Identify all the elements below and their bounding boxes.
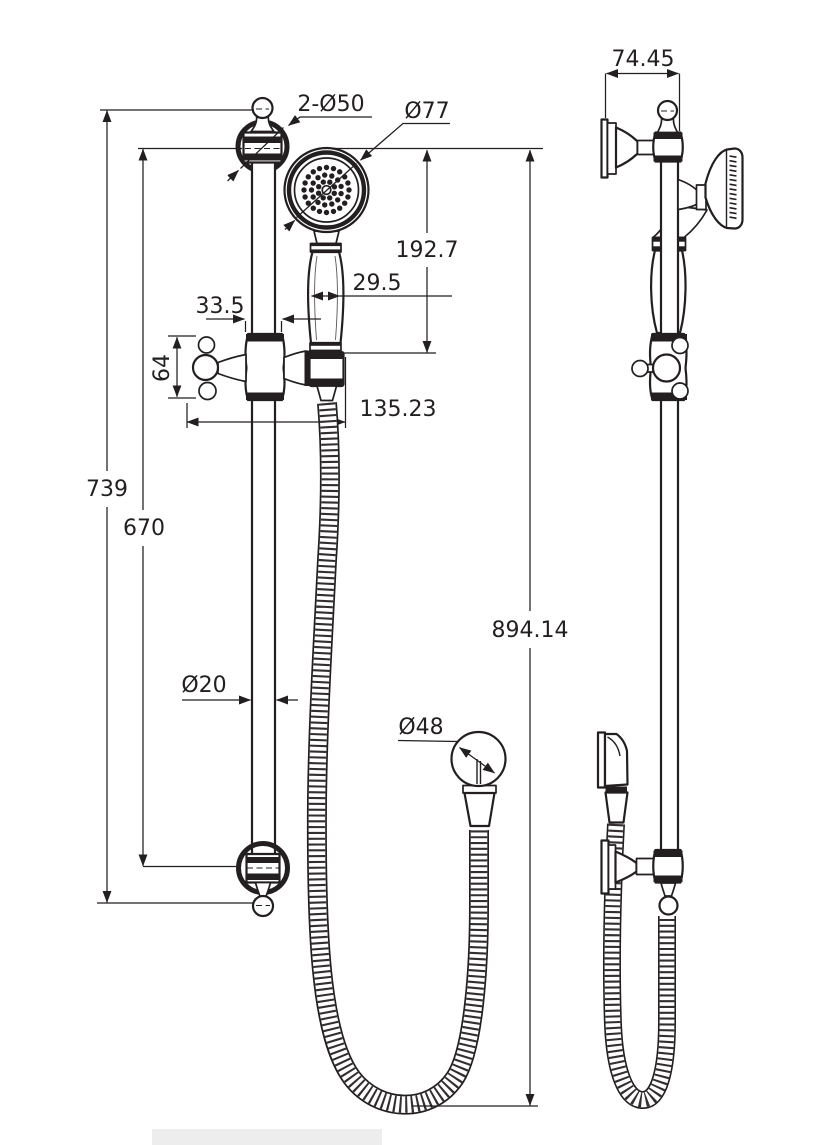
rail-top-collar-side [652,99,684,163]
dim-label-overall-drop: 894.14 [492,618,569,643]
wall-plate [600,839,610,895]
dim-handle-width: 29.5 [311,271,452,301]
dim-label-rail-diameter: Ø20 [181,673,226,698]
dim-slider-height: 64 [150,336,182,398]
finial-neck [250,114,275,133]
dim-label-wall-brackets: 2-Ø50 [297,92,364,117]
dim-label-rail-overall: 739 [86,477,128,502]
cross-handle-ball [671,336,689,355]
dim-label-slider-reach: 135.23 [360,397,437,422]
top-wall-bracket-side [600,118,655,179]
head-bell-side [704,147,744,230]
bracket-trumpet [614,850,638,884]
hose-nut [316,385,338,402]
dim-elbow: Ø48 [397,715,458,743]
finial-ball-side [658,895,679,916]
cross-handle-ball [671,382,689,400]
finial-ball [251,894,275,918]
cross-handle-hub [191,353,220,382]
bottom-wall-bracket [236,841,290,918]
dim-label-handle-width: 29.5 [353,271,402,296]
shower-hose-side [603,823,676,1109]
dim-wall-projection: 74.45 [606,47,679,78]
holder-clamp-band [304,350,312,386]
finial-ball-side [656,99,679,122]
watermark-artifact [152,1129,382,1145]
dim-overall-drop: 894.14 [492,149,569,1106]
front-view [186,96,507,1115]
dim-wall-brackets: 2-Ø50 [227,92,372,182]
hand-shower [283,146,370,388]
dim-handset-length: 192.7 [396,149,459,353]
dimension-layer: 739 670 192.7 894.14 64 33. [86,47,681,1107]
dim-label-head-face: Ø77 [404,99,449,124]
slider-side [631,332,689,402]
elbow-cone-side [604,791,629,824]
dim-label-handset-length: 192.7 [396,238,459,263]
holder-arm-side [677,178,699,211]
shower-hose [306,402,489,1115]
nozzle-hatch [729,155,737,220]
dim-bracket-width: 33.5 [196,294,321,324]
dim-label-bracket-width: 33.5 [196,294,245,319]
dim-label-wall-projection: 74.45 [612,47,675,72]
dim-rail-diameter: Ø20 [181,673,298,705]
side-view [596,99,744,1109]
dim-rail-overall: 739 [86,110,128,903]
hand-shower-side [677,147,744,230]
bracket-trumpet [614,126,639,169]
cross-handle-ball-bottom [198,381,217,401]
slider-body [244,332,286,402]
dim-label-bracket-centres: 670 [123,516,165,541]
handle-stem [217,353,247,383]
finial-ball [251,96,274,120]
rail-tube [250,160,277,858]
wall-elbow-side [596,731,629,824]
dim-label-elbow: Ø48 [398,715,443,740]
elbow-cone [463,791,496,828]
bottom-wall-bracket-side [600,839,684,916]
dim-label-slider-height: 64 [150,354,175,382]
cross-handle-ball-top [197,336,216,354]
cross-handle-ball [631,359,649,378]
elbow-face [450,730,507,788]
slider-assembly [191,332,312,402]
nozzle-dots [301,164,352,216]
wall-elbow [450,730,507,828]
wall-plate [600,118,609,179]
cross-handle-hub-side [651,353,682,383]
dim-bracket-centres: 670 [123,148,165,867]
rail-tube-side [659,159,680,854]
handset-holder-cone [283,350,307,386]
handset-handle [307,250,345,345]
dim-head-face: Ø77 [283,99,450,232]
top-wall-bracket [235,96,290,858]
